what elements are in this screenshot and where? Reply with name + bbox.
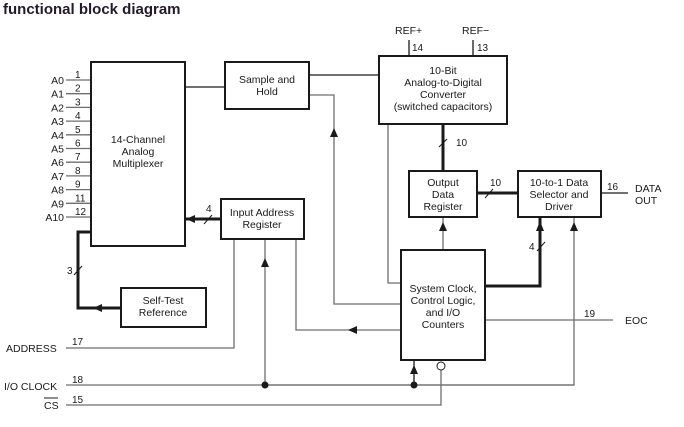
bus-width-slash — [73, 265, 83, 276]
junction-dot — [261, 381, 269, 389]
bus-width-label: 10 — [456, 138, 468, 149]
block-output-data-register: Output Data Register — [408, 170, 478, 218]
signal-ref-minus: REF− — [462, 25, 489, 37]
pin-number: 12 — [75, 207, 87, 218]
arrow-up-icon — [439, 222, 447, 231]
analog-input-label: A6 — [51, 157, 64, 169]
analog-input-label: A0 — [51, 75, 64, 87]
block-label: Sample and — [239, 74, 295, 86]
pin-number: 2 — [75, 84, 81, 95]
diagram-title: functional block diagram — [3, 1, 181, 18]
pin-number: 14 — [412, 43, 424, 54]
signal-eoc: EOC — [625, 315, 648, 327]
arrow-up-icon — [536, 221, 544, 231]
block-label: Converter — [420, 89, 467, 101]
arrow-up-icon — [330, 128, 338, 137]
block-label: Analog-to-Digital — [404, 77, 482, 89]
analog-input-label: A5 — [51, 144, 64, 156]
block-label: (switched capacitors) — [394, 101, 493, 113]
block-label: Data — [432, 189, 454, 201]
block-label: Hold — [256, 86, 278, 98]
junction-dot — [410, 381, 418, 389]
arrow-up-icon — [261, 258, 269, 267]
analog-input-label: A10 — [45, 212, 64, 224]
bus-width-label: 4 — [529, 242, 535, 253]
block-label: Input Address — [230, 207, 294, 219]
bus-control-to-selector — [485, 217, 542, 288]
analog-input-label: A3 — [51, 116, 64, 128]
bus-width-label: 10 — [490, 178, 502, 189]
arrow-left-icon — [348, 326, 357, 334]
bus-width-label: 4 — [206, 204, 212, 215]
pin-number: 16 — [607, 182, 619, 193]
pin-number: 1 — [75, 70, 81, 81]
analog-input-label: A2 — [51, 102, 64, 114]
pin-number: 13 — [477, 43, 489, 54]
signal-data-out: OUT — [635, 195, 658, 207]
pin-number: 19 — [584, 309, 596, 320]
analog-input-label: A1 — [51, 89, 64, 101]
block-label: 14-Channel — [111, 134, 165, 146]
block-data-selector: 10-to-1 Data Selector and Driver — [517, 170, 602, 218]
block-adc: 10-Bit Analog-to-Digital Converter (swit… — [378, 55, 508, 125]
block-label: 10-to-1 Data — [530, 177, 589, 189]
signal-cs: CS — [44, 400, 59, 412]
arrow-left-icon — [93, 304, 102, 312]
block-label: Register — [423, 201, 463, 213]
signal-ref-plus: REF+ — [395, 25, 422, 37]
wire-iar-to-control — [295, 239, 401, 331]
analog-input-label: A4 — [51, 130, 64, 142]
pin-number: 5 — [75, 125, 81, 136]
signal-io-clock: I/O CLOCK — [4, 381, 57, 393]
block-label: Multiplexer — [113, 158, 164, 170]
pin-number: 9 — [75, 180, 81, 191]
analog-input-wires — [66, 79, 91, 218]
wire-sample-hold-to-control — [309, 94, 401, 305]
pin-number: 15 — [72, 395, 84, 406]
arrow-up-icon — [570, 222, 578, 231]
block-label: 10-Bit — [429, 65, 457, 77]
pin-number: 17 — [72, 337, 84, 348]
block-label: Reference — [139, 307, 188, 319]
block-label: Self-Test — [143, 295, 184, 307]
block-label: Output — [427, 177, 459, 189]
bus-width-label: 3 — [67, 266, 73, 277]
pin-number: 11 — [75, 193, 86, 204]
wire-cs — [66, 370, 442, 406]
arrow-left-icon — [186, 215, 195, 223]
pin-number: 18 — [72, 375, 84, 386]
pin-number: 4 — [75, 111, 81, 122]
analog-input-label: A9 — [51, 198, 64, 210]
arrow-up-icon — [410, 365, 418, 374]
block-label: Register — [242, 219, 282, 231]
wire-adc-to-control — [387, 124, 401, 284]
inverter-bubble-icon — [436, 361, 446, 371]
analog-input-label: A7 — [51, 171, 64, 183]
block-self-test-reference: Self-Test Reference — [120, 287, 207, 328]
signal-address: ADDRESS — [6, 343, 57, 355]
block-label: System Clock, — [409, 283, 476, 295]
block-label: and I/O — [426, 307, 460, 319]
analog-input-label: A8 — [51, 185, 64, 197]
block-input-address-register: Input Address Register — [220, 198, 305, 240]
block-control-logic: System Clock, Control Logic, and I/O Cou… — [400, 249, 486, 361]
block-multiplexer: 14-Channel Analog Multiplexer — [90, 61, 186, 247]
block-label: Driver — [545, 201, 574, 213]
pin-number: 3 — [75, 97, 81, 108]
pin-number: 6 — [75, 139, 81, 150]
block-label: Control Logic, — [411, 295, 476, 307]
signal-data-out: DATA — [635, 183, 661, 195]
bus-width-slash — [438, 138, 448, 148]
pin-number: 8 — [75, 166, 81, 177]
block-label: Counters — [422, 319, 465, 331]
block-label: Selector and — [530, 189, 589, 201]
bus-width-slash — [484, 188, 494, 199]
block-label: Analog — [122, 146, 155, 158]
pin-number: 7 — [75, 152, 81, 163]
block-sample-and-hold: Sample and Hold — [224, 61, 310, 110]
bus-width-slash — [536, 241, 546, 252]
bus-width-slash — [203, 214, 213, 225]
wire-address — [66, 239, 235, 349]
